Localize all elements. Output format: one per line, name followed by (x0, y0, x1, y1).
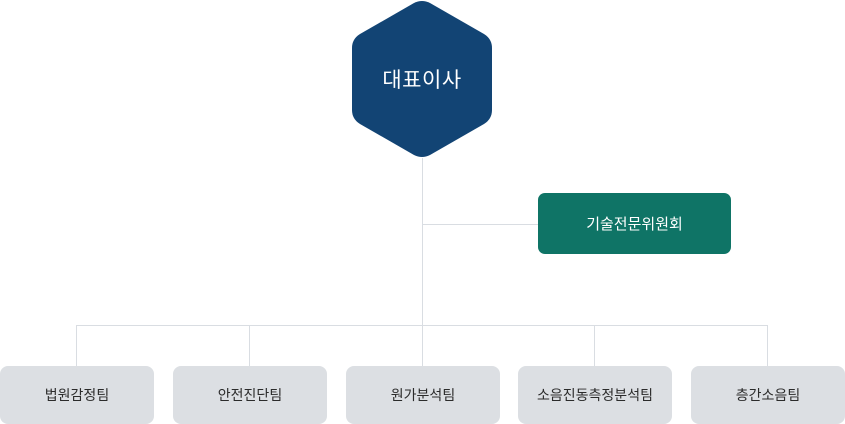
connector-team-1 (76, 325, 77, 366)
connector-team-2 (249, 325, 250, 366)
team-node-interfloor-noise: 층간소음팀 (691, 366, 845, 424)
team-node-safety-inspection: 안전진단팀 (173, 366, 327, 424)
advisory-committee-node: 기술전문위원회 (538, 193, 731, 254)
team-node-court-appraisal: 법원감정팀 (0, 366, 154, 424)
ceo-node: 대표이사 (352, 0, 492, 158)
team-node-cost-analysis: 원가분석팀 (346, 366, 500, 424)
connector-advisory-horizontal (422, 224, 538, 225)
ceo-label: 대표이사 (382, 68, 462, 92)
hexagon-shape (352, 1, 492, 157)
team-node-noise-vibration: 소음진동측정분석팀 (518, 366, 672, 424)
connector-team-5 (767, 325, 768, 366)
connector-team-4 (594, 325, 595, 366)
connector-ceo-vertical (422, 158, 423, 366)
connector-teams-horizontal (76, 325, 768, 326)
